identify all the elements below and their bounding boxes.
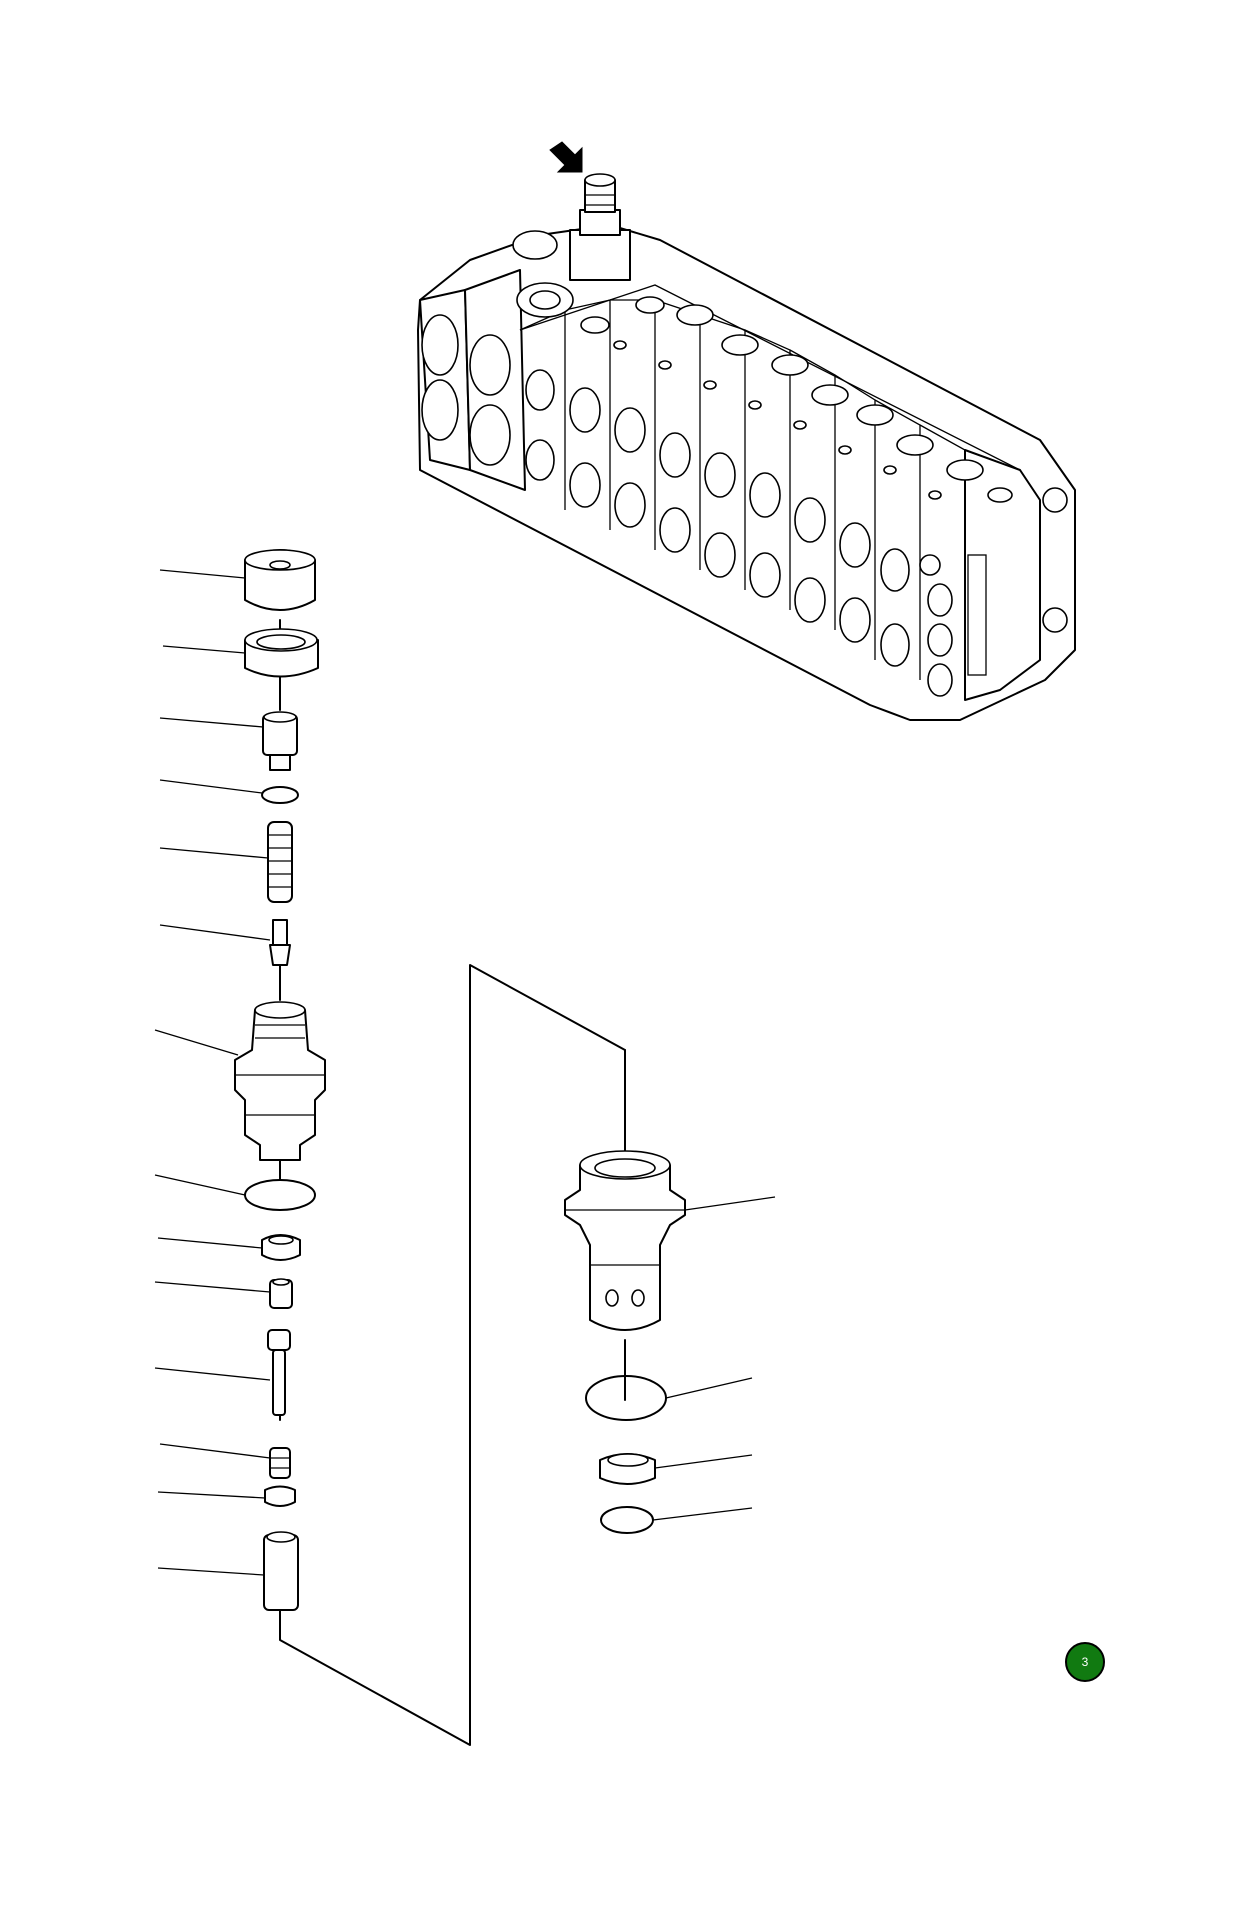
leader-line — [154, 1281, 271, 1293]
leader-line — [159, 569, 246, 579]
leader-line — [157, 1567, 265, 1576]
leader-line — [159, 717, 264, 728]
leader-line — [154, 1029, 239, 1056]
leader-line — [159, 847, 269, 859]
leader-line — [157, 1491, 266, 1499]
right-exploded-column — [564, 1049, 686, 1534]
leader-line — [162, 645, 246, 654]
leader-line — [684, 1196, 776, 1211]
leader-line — [154, 1367, 271, 1381]
callout-leaders-right — [652, 1196, 776, 1521]
leader-line — [154, 1174, 246, 1196]
leader-line — [654, 1454, 753, 1469]
leader-line — [157, 1237, 263, 1249]
left-exploded-column — [234, 549, 326, 1611]
leader-line — [665, 1377, 753, 1399]
connection-line — [279, 964, 626, 1746]
callout-leaders-left — [154, 569, 271, 1576]
leader-line — [159, 1443, 271, 1459]
leader-line — [159, 924, 271, 941]
pointer-arrow-icon — [549, 141, 583, 173]
leader-line — [652, 1507, 753, 1521]
page-badge: 3 — [1065, 1642, 1105, 1682]
leader-line — [159, 779, 263, 794]
control-valve-block — [417, 173, 1076, 721]
